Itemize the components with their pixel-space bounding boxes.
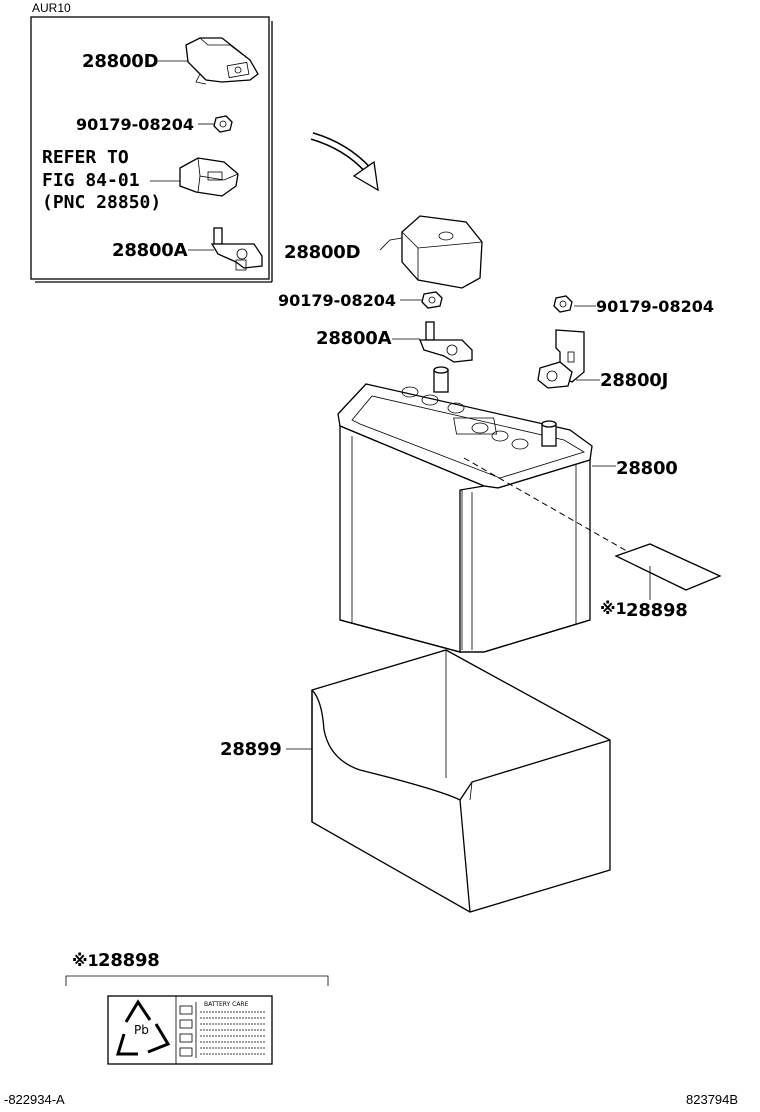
label-marker: ※1 [600,599,627,618]
arrow-icon [310,132,379,192]
panel-title: BATTERY CARE [204,1001,249,1008]
inset-terminal-drawing [210,227,263,271]
inset-nut-label: 90179-08204 [76,115,194,134]
inset-refer-line2: FIG 84-01 [42,170,140,191]
battery-label: 28800 [616,458,678,479]
inset-refer-line3: (PNC 28850) [42,192,161,213]
label-detail-drawing: Pb BATTERY CARE [107,995,273,1065]
detail-marker: ※1 [72,951,99,970]
tray-drawing [311,649,611,913]
nut-left-drawing [421,291,443,309]
tray-label: 28899 [220,739,282,760]
label-part: 28898 [626,600,688,621]
cover-label: 28800D [284,242,360,263]
footer-left: -822934-A [4,1092,65,1107]
inset-refer-drawing [179,157,239,197]
recycle-text: Pb [134,1023,149,1037]
nut-right-label: 90179-08204 [596,297,714,316]
cover-drawing [379,215,483,289]
inset-frame [30,16,273,283]
terminal-pos-drawing [419,321,473,363]
label-sheet-drawing [614,543,722,600]
terminal-pos-label: 28800A [316,328,392,349]
inset-terminal-label: 28800A [112,240,188,261]
inset-nut-drawing [213,115,233,133]
inset-refer-line1: REFER TO [42,147,129,168]
model-code: AUR10 [32,1,71,15]
nut-left-label: 90179-08204 [278,291,396,310]
inset-cover-label: 28800D [82,51,158,72]
terminal-neg-drawing [537,329,585,389]
terminal-neg-label: 28800J [600,370,668,391]
nut-right-drawing [553,295,573,313]
inset-cover-drawing [185,37,259,85]
footer-right: 823794B [686,1092,738,1107]
detail-part: 28898 [98,950,160,971]
battery-drawing [337,366,593,653]
recycle-icon [115,999,171,1056]
